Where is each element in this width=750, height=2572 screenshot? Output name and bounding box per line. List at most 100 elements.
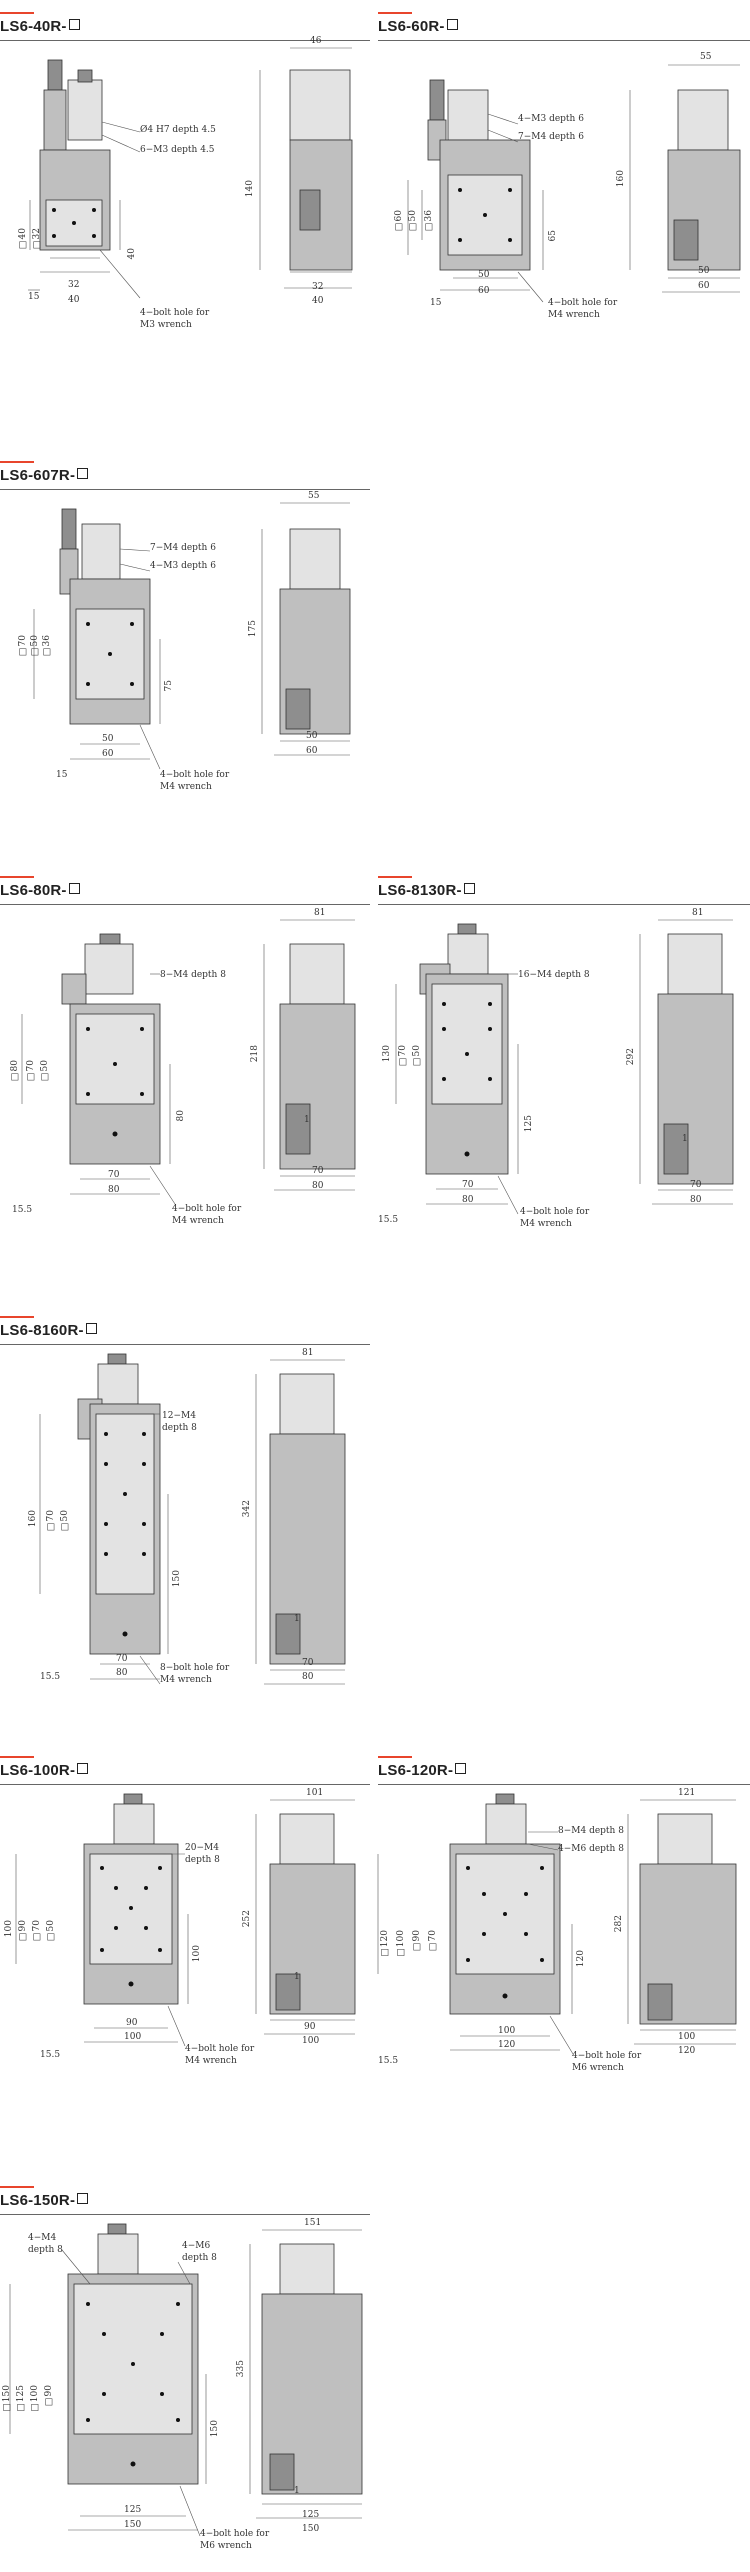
dim-offset: 15	[56, 770, 68, 780]
callout-2: 6−M3 depth 4.5	[140, 145, 215, 155]
callout-1: Ø4 H7 depth 4.5	[140, 125, 216, 135]
title-text: LS6-8130R-	[378, 882, 462, 899]
bolt-note-line1: 4−bolt hole for	[200, 2529, 270, 2539]
dim-offset: 15.5	[40, 2050, 61, 2060]
dim-sq-mid: □70	[398, 1045, 408, 1067]
dim-sq-inner: □50	[60, 1510, 70, 1532]
dim-bottom-inner: 70	[116, 1654, 128, 1664]
dim-total: 335	[236, 2360, 246, 2378]
dim-sq-outer: □70	[18, 635, 28, 657]
title-text: LS6-40R-	[0, 18, 67, 35]
title-accent	[378, 876, 412, 878]
dim-bottom-outer: 80	[108, 1185, 120, 1195]
dim-sq-outer: □120	[380, 1930, 390, 1958]
side-small: 1	[294, 2486, 300, 2496]
dim-vert: 80	[176, 1110, 186, 1122]
dim-sq-inner: □36	[424, 210, 434, 232]
callout-1: 4−M3 depth 6	[518, 114, 584, 124]
callout-line1: 4−M6	[182, 2241, 211, 2251]
callout-line1: 4−M4	[28, 2233, 57, 2243]
dim-bottom-inner: 32	[68, 280, 80, 290]
dim-sq-mid: □70	[46, 1510, 56, 1532]
panel-title: LS6-8130R-	[378, 882, 475, 899]
side-bottom-inner: 32	[312, 282, 324, 292]
front-view-drawing	[9, 2223, 363, 2537]
dim-bottom-inner: 90	[126, 2018, 138, 2028]
dim-vert: 100	[192, 1945, 202, 1963]
dim-sq-outer: 130	[382, 1045, 392, 1063]
dim-bottom-outer: 60	[102, 749, 114, 759]
panel-title: LS6-120R-	[378, 1762, 467, 1779]
panel-title: LS6-80R-	[0, 882, 80, 899]
dim-total: 342	[242, 1500, 252, 1518]
title-rule	[0, 2214, 370, 2215]
dim-offset: 15.5	[12, 1205, 33, 1215]
bolt-note-line2: M4 wrench	[160, 1675, 212, 1685]
dim-bottom-outer: 80	[462, 1195, 474, 1205]
panel-title: LS6-100R-	[0, 1762, 89, 1779]
front-view-drawing	[33, 502, 351, 770]
dim-bottom-outer: 60	[478, 286, 490, 296]
bolt-note-line2: M6 wrench	[200, 2541, 252, 2551]
panel-title: LS6-150R-	[0, 2192, 89, 2209]
callout-1: 7−M4 depth 6	[150, 543, 216, 553]
side-bottom-inner: 50	[698, 266, 710, 276]
bolt-note-line1: 4−bolt hole for	[572, 2051, 642, 2061]
title-accent	[0, 1316, 34, 1318]
title-text: LS6-60R-	[378, 18, 445, 35]
dim-sq-outer: 160	[28, 1510, 38, 1528]
dim-bottom-inner: 70	[462, 1180, 474, 1190]
callout-line2: depth 8	[182, 2253, 217, 2263]
callout-2: 4−M3 depth 6	[150, 561, 216, 571]
title-rule	[0, 1344, 370, 1345]
dim-total: 160	[616, 170, 626, 188]
dim-bottom-inner: 70	[108, 1170, 120, 1180]
dim-sq-mid: □125	[16, 2385, 26, 2413]
dim-sq-outer: □40	[18, 228, 28, 250]
title-text: LS6-8160R-	[0, 1322, 84, 1339]
dim-sq-inner: □90	[412, 1930, 422, 1952]
dim-bottom-inner: 50	[478, 270, 490, 280]
panel-title: LS6-40R-	[0, 18, 80, 35]
dim-offset: 15	[430, 298, 442, 308]
title-accent	[378, 12, 412, 14]
title-accent	[0, 2186, 34, 2188]
dim-offset: 15.5	[378, 1215, 399, 1225]
callout-2: 7−M4 depth 6	[518, 132, 584, 142]
side-width: 55	[308, 491, 320, 501]
side-bottom-inner: 100	[678, 2032, 696, 2042]
dim-sq-mid: □90	[18, 1920, 28, 1942]
bolt-note-line2: M4 wrench	[520, 1219, 572, 1229]
side-bottom-outer: 40	[312, 296, 324, 306]
side-bottom-outer: 80	[690, 1195, 702, 1205]
square-box-icon	[77, 1763, 89, 1774]
side-bottom-outer: 80	[312, 1181, 324, 1191]
dim-sq-inner: □36	[42, 635, 52, 657]
dim-sq-outer: □80	[10, 1060, 20, 1082]
front-view-drawing	[15, 1793, 356, 2047]
front-view-drawing	[21, 919, 356, 1205]
square-box-icon	[463, 883, 475, 894]
panel-title: LS6-607R-	[0, 467, 89, 484]
side-width: 121	[678, 1788, 696, 1798]
bolt-note-line2: M4 wrench	[160, 782, 212, 792]
callout-2: 4−M6 depth 8	[558, 1844, 624, 1854]
bolt-note: 4−bolt hole for M6 wrench	[200, 2528, 269, 2552]
callout-2: 4−M6 depth 8	[182, 2240, 217, 2264]
bolt-note-line2: M6 wrench	[572, 2063, 624, 2073]
dim-sq-mid: □50	[408, 210, 418, 232]
square-box-icon	[68, 19, 80, 30]
side-bottom-outer: 120	[678, 2046, 696, 2056]
dim-total: 292	[626, 1048, 636, 1066]
front-view-drawing	[377, 1793, 737, 2055]
dim-offset: 15.5	[40, 1672, 61, 1682]
panel-ls6-120r: LS6-120R- 8−M4 depth 8 4−M6 depth 8 □120…	[377, 1750, 750, 2090]
dim-vert: 150	[210, 2420, 220, 2438]
title-rule	[0, 40, 370, 41]
